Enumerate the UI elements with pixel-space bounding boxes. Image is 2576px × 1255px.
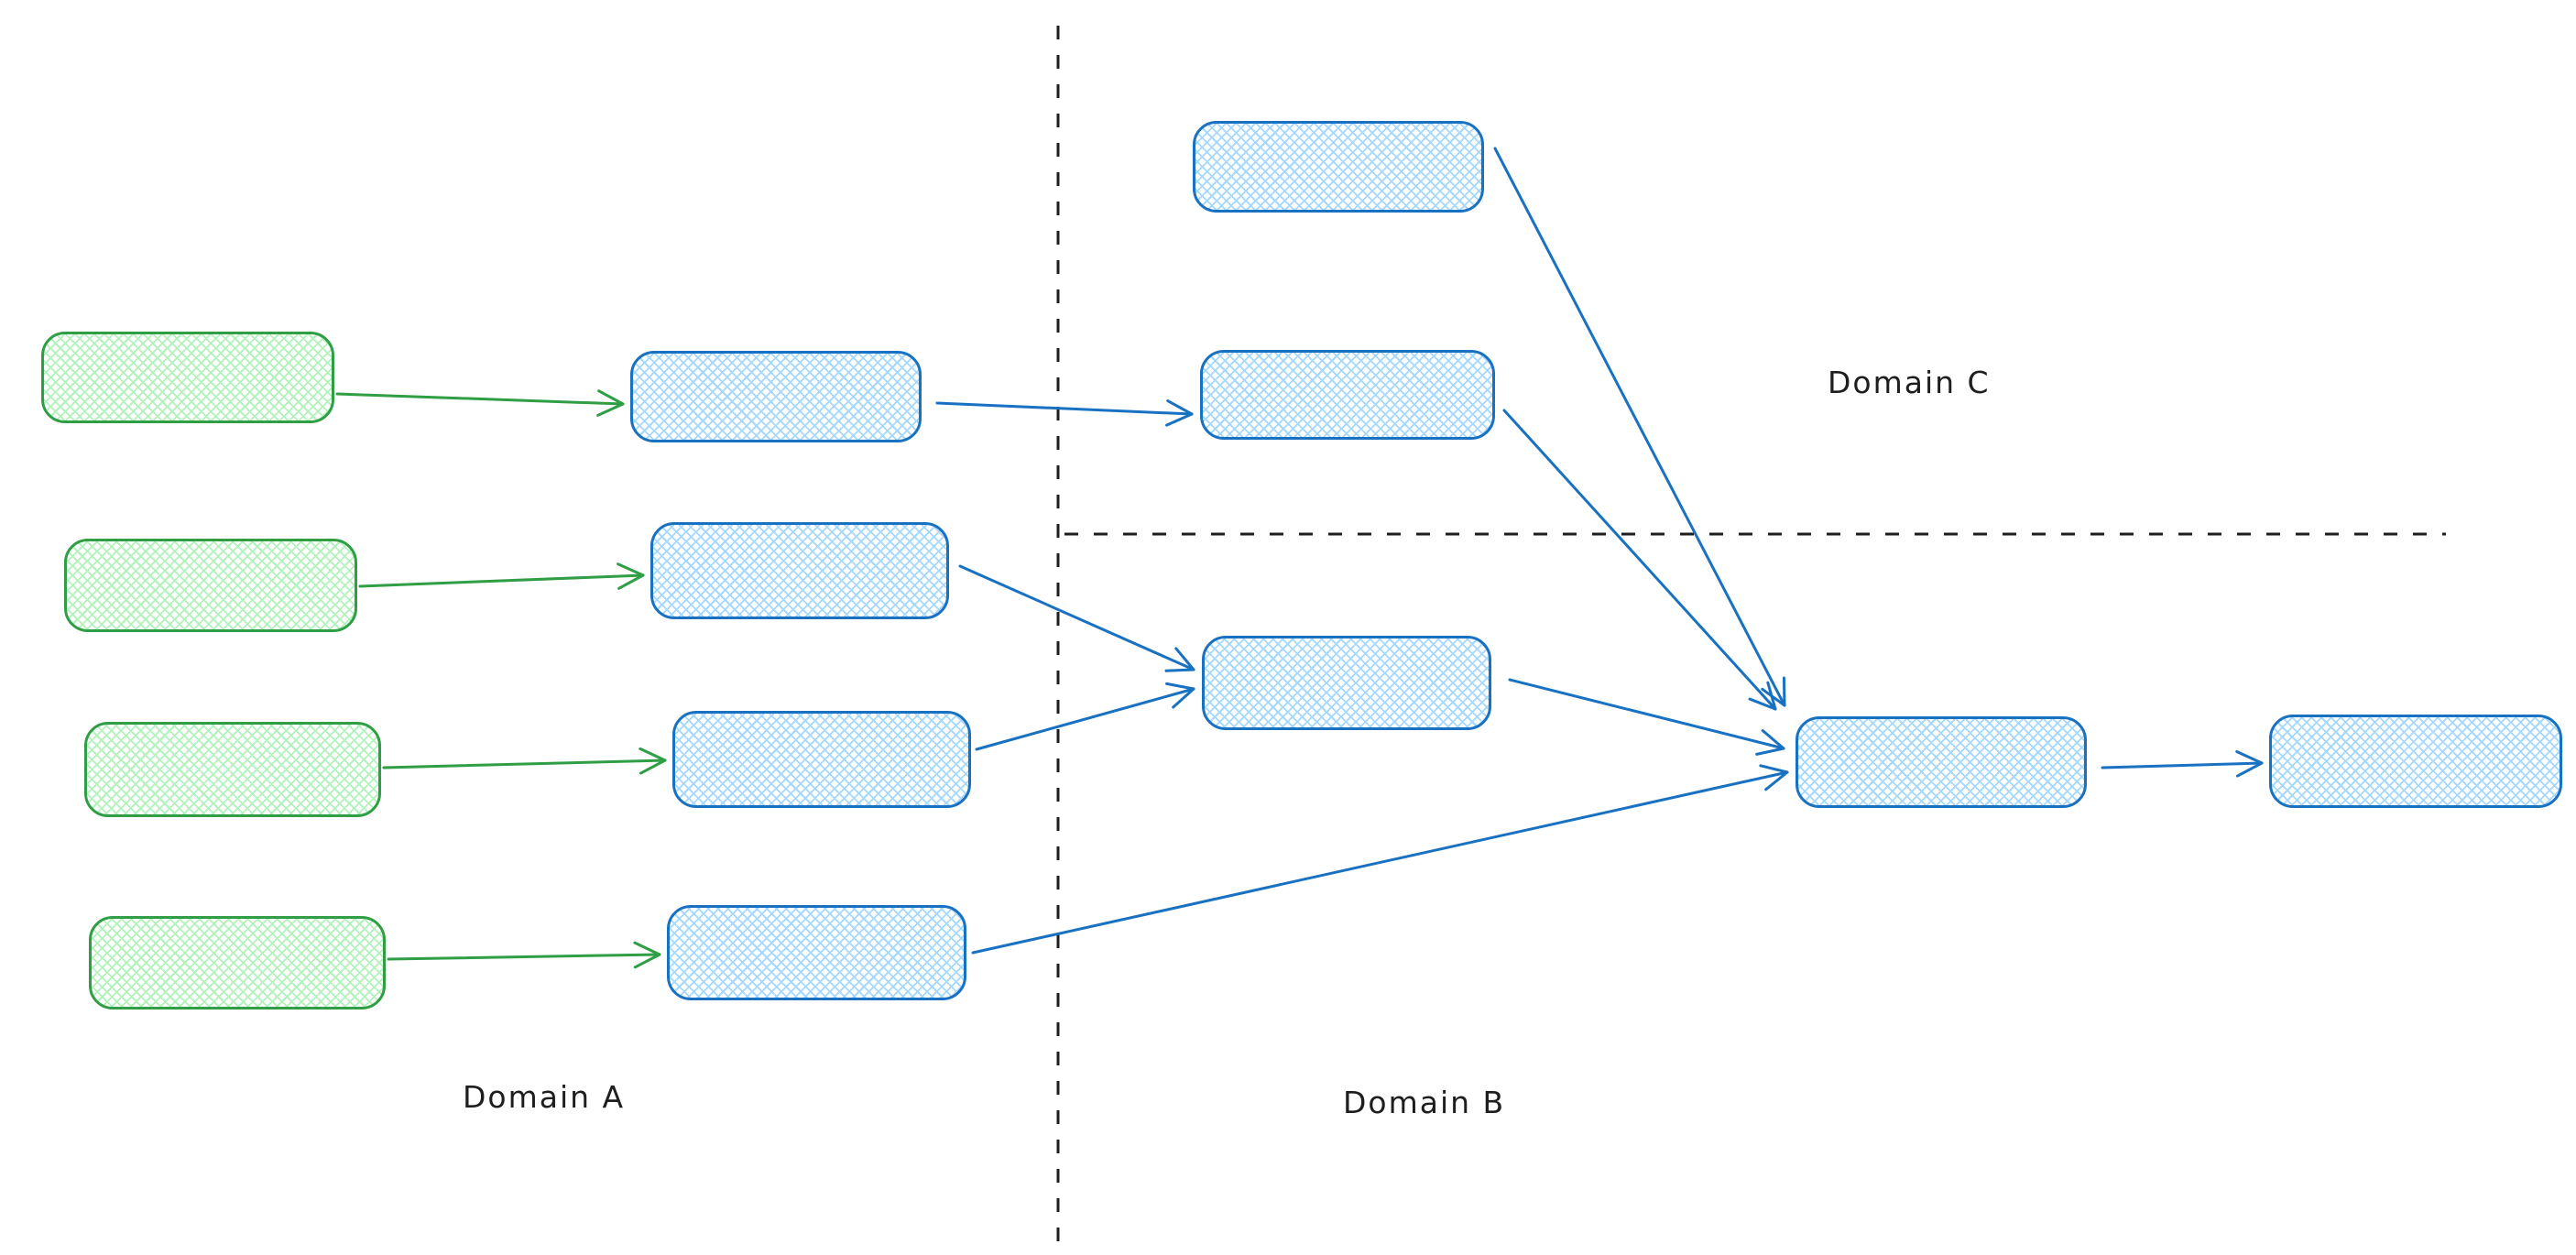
node-domain-a-source-3: [84, 722, 381, 817]
node-output-node: [2269, 715, 2562, 808]
edge-t1-h: [1493, 147, 1786, 707]
label-domain-b: Domain B: [1343, 1085, 1506, 1120]
node-domain-a-process-1: [630, 351, 922, 442]
node-domain-a-source-1: [41, 332, 334, 423]
node-domain-c-node: [1193, 121, 1484, 213]
node-domain-a-process-3: [672, 711, 971, 808]
edge-a1-t2: [935, 399, 1194, 427]
node-domain-a-source-4: [89, 916, 386, 1009]
edge-h-r: [2101, 749, 2264, 778]
edge-a3-m: [975, 682, 1195, 751]
node-hub-node: [1796, 716, 2087, 808]
node-domain-b-node-1: [1200, 350, 1495, 440]
edge-m-h: [1508, 678, 1785, 756]
node-domain-a-source-2: [64, 539, 357, 632]
node-domain-a-process-2: [650, 522, 949, 619]
label-domain-c: Domain C: [1828, 365, 1991, 400]
edge-g1-a1: [335, 389, 625, 417]
node-domain-b-node-2: [1202, 636, 1491, 730]
edge-a2-m: [958, 564, 1195, 672]
edge-t2-h: [1502, 409, 1777, 711]
label-domain-a: Domain A: [463, 1079, 626, 1115]
edge-g4-a4: [387, 941, 661, 969]
node-domain-a-process-4: [667, 905, 966, 1000]
edge-g3-a3: [382, 747, 667, 775]
edge-g2-a2: [358, 562, 645, 590]
edge-a4-h: [971, 764, 1789, 955]
